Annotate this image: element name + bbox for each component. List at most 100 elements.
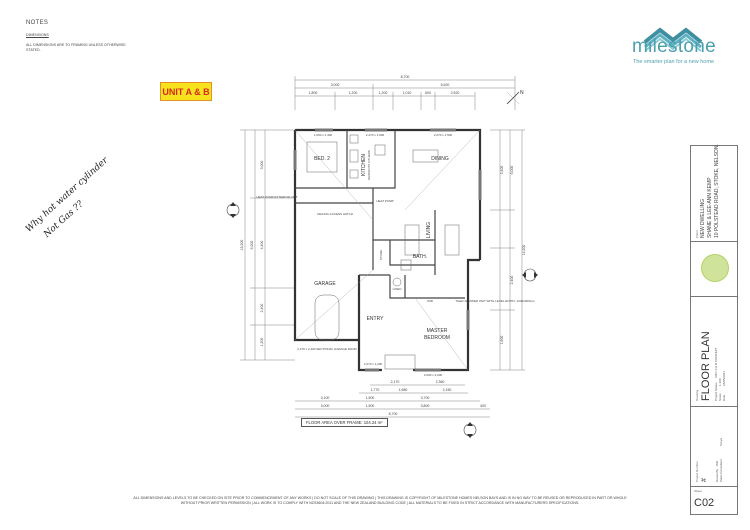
furniture (306, 134, 460, 370)
sofa-1 (404, 224, 420, 256)
svg-text:1,200: 1,200 (349, 91, 358, 95)
room-master-2: BEDROOM (424, 335, 450, 341)
date-value: 24/05/2021 (722, 370, 726, 386)
svg-text:3,000: 3,000 (331, 83, 340, 87)
interior-walls (295, 130, 465, 299)
compass-icon: N (506, 90, 524, 105)
room-kitchen: KITCHEN (361, 154, 367, 176)
bottom-dimensions (295, 384, 490, 418)
master-bed (384, 354, 416, 370)
toilet (400, 259, 412, 271)
svg-text:1,010: 1,010 (403, 91, 412, 95)
svg-text:1,500: 1,500 (366, 404, 375, 408)
client-line-3: 10 POLSTEAD ROAD, STOKE, NELSON. (714, 144, 720, 238)
room-dining: DINING (431, 156, 449, 162)
svg-text:1,600: 1,600 (500, 336, 504, 345)
notes-body: ALL DIMENSIONS ARE TO FRAMING UNLESS OTH… (26, 43, 126, 52)
svg-text:HEAT PUMP: HEAT PUMP (376, 199, 393, 203)
svg-text:2,360: 2,360 (436, 380, 445, 384)
client-line-1: NEW DWELLING (700, 198, 706, 238)
client-line-2: SHANE & LEE-ANN KEMP (707, 177, 713, 238)
title-block: Client NEW DWELLING SHANE & LEE-ANN KEMP… (690, 144, 738, 515)
notes-title: NOTES (26, 20, 49, 26)
svg-text:1,680: 1,680 (399, 388, 408, 392)
svg-text:DESIGN BY OTHERS: DESIGN BY OTHERS (367, 150, 371, 180)
roof-lines (294, 129, 481, 371)
floor-plan-drawing: 8,700 3,000 5,520 1,800 1,200 1,200 1,01… (226, 75, 538, 438)
svg-text:1,200: 1,200 (260, 338, 264, 347)
handwritten-note: Why hot water cylinder Not Gas ?? (22, 153, 123, 248)
north-arrow-right-icon (522, 268, 538, 282)
svg-text:TILED SHOWER UNIT WITH LEVEL E: TILED SHOWER UNIT WITH LEVEL ENTRY, 1200… (455, 299, 535, 303)
svg-text:CEILING ACCESS HATCH: CEILING ACCESS HATCH (317, 212, 353, 216)
footer-line-2: WITHOUT PRIOR WRITTEN PERMISSION | ALL W… (180, 501, 580, 505)
svg-text:2,270 x 2,400 SECTIONAL GARAGE: 2,270 x 2,400 SECTIONAL GARAGE DOOR (297, 347, 357, 351)
notes-subtitle: DIMENSIONS (26, 33, 49, 37)
svg-text:6,200: 6,200 (250, 241, 254, 250)
room-garage: GARAGE (314, 281, 336, 287)
svg-text:400: 400 (480, 404, 486, 408)
milestone-logo-icon (643, 27, 703, 52)
car (314, 294, 340, 341)
svg-text:2,000 x 2,200: 2,000 x 2,200 (424, 373, 443, 377)
svg-text:HEAT PUMP EXTERIOR UNIT: HEAT PUMP EXTERIOR UNIT (256, 195, 297, 199)
svg-text:2,150: 2,150 (443, 388, 452, 392)
exterior-walls (293, 128, 482, 372)
svg-text:N: N (520, 90, 524, 96)
svg-text:2,400: 2,400 (260, 304, 264, 313)
right-dimensions (490, 129, 525, 371)
room-entry: ENTRY (367, 316, 385, 322)
bed-2-bed (306, 141, 338, 173)
svg-text:1,500: 1,500 (366, 396, 375, 400)
svg-text:1,770: 1,770 (371, 388, 380, 392)
dining-table (412, 149, 439, 163)
svg-text:2,270 x 1,200: 2,270 x 1,200 (364, 362, 383, 366)
svg-text:LINEN: LINEN (393, 287, 402, 291)
drawing-title: FLOOR PLAN (700, 331, 712, 401)
svg-text:1,200: 1,200 (379, 91, 388, 95)
sales-consultant: Tanya (719, 437, 723, 446)
svg-text:6,000: 6,000 (510, 166, 514, 175)
svg-text:14,200: 14,200 (522, 245, 526, 256)
project-status: UNIT A & B CONCEPT (714, 347, 718, 378)
svg-text:8,700: 8,700 (389, 412, 398, 416)
svg-text:1,800: 1,800 (309, 91, 318, 95)
room-bed2: BED. 2 (314, 156, 330, 162)
footer-line-1: ALL DIMENSIONS AND LEVELS TO BE CHECKED … (133, 496, 627, 500)
svg-text:5,520: 5,520 (441, 83, 450, 87)
svg-text:3,000: 3,000 (321, 404, 330, 408)
unit-badge: UNIT A & B (160, 82, 212, 101)
svg-text:3,000: 3,000 (260, 161, 264, 170)
room-master: MASTER (427, 328, 448, 334)
svg-text:1,000 x 1,400: 1,000 x 1,400 (314, 133, 333, 137)
room-bath: BATH. (413, 254, 427, 260)
svg-text:WIR: WIR (427, 299, 434, 303)
svg-text:3,400: 3,400 (500, 166, 504, 175)
logo-tagline: The smarter plan for a new home (633, 59, 715, 65)
north-arrow-bottom-icon (463, 422, 477, 438)
floor-area-label: FLOOR AREA OVER FRAME: 104.24 m² (301, 418, 388, 427)
sheet-number: C02 (694, 497, 715, 509)
svg-text:2,400: 2,400 (510, 276, 514, 285)
svg-text:2,270 x 1,000: 2,270 x 1,000 (366, 133, 385, 137)
svg-text:3,800: 3,800 (421, 404, 430, 408)
top-dimensions (294, 76, 516, 110)
svg-text:2,270 x 1,500: 2,270 x 1,500 (434, 133, 453, 137)
footer-disclaimer: ALL DIMENSIONS AND LEVELS TO BE CHECKED … (80, 496, 680, 506)
sofa-2 (444, 224, 460, 256)
svg-text:3,100: 3,100 (321, 396, 330, 400)
dim-top-overall: 8,700 (401, 75, 410, 79)
svg-text:15,200: 15,200 (240, 240, 244, 251)
room-living: LIVING (426, 222, 432, 239)
left-dimensions (240, 129, 295, 361)
windows (293, 128, 482, 372)
north-arrow-left-icon (226, 202, 240, 218)
builder-badge-icon (701, 254, 729, 282)
svg-text:4,400: 4,400 (260, 241, 264, 250)
logo-wordmark: milestone (632, 36, 717, 57)
svg-text:STORE: STORE (379, 250, 383, 260)
svg-text:2,170: 2,170 (391, 380, 400, 384)
svg-text:2,520: 2,520 (451, 91, 460, 95)
project-number: # (701, 478, 708, 482)
svg-text:3,700: 3,700 (421, 396, 430, 400)
